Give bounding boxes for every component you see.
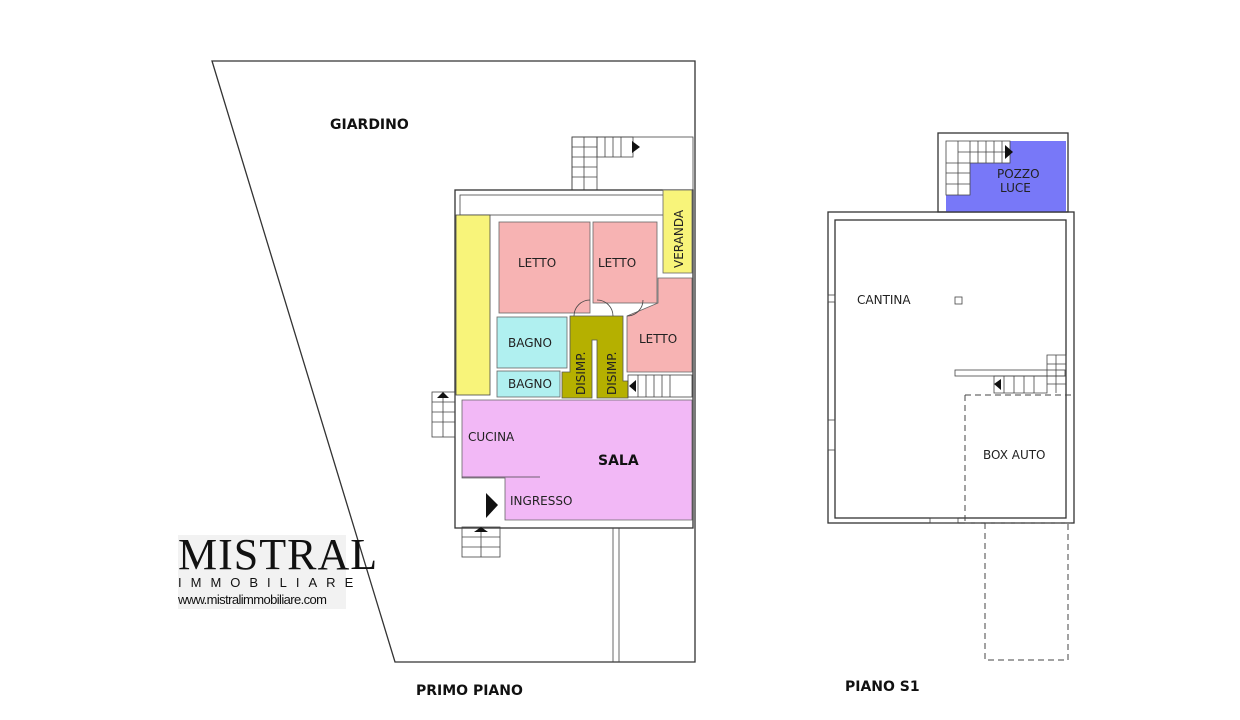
stair-arrow-icon — [629, 380, 636, 392]
label-letto-3: LETTO — [639, 332, 677, 346]
room-letto-1 — [498, 221, 591, 314]
terrace — [455, 214, 491, 396]
house-outline — [454, 189, 694, 529]
room-letto-2 — [592, 221, 658, 304]
stair-arrow-icon — [994, 379, 1001, 390]
label-sala: SALA — [598, 453, 639, 469]
room-bagno-1 — [496, 316, 568, 369]
label-bagno-1: BAGNO — [508, 336, 552, 350]
label-disimp-1: DISIMP. — [574, 352, 588, 395]
title-piano-s1: PIANO S1 — [845, 679, 920, 695]
stair-arrow-icon — [632, 141, 640, 153]
mistral-logo: MISTRAL IMMOBILIARE www.mistralimmobilia… — [178, 530, 379, 609]
label-cucina: CUCINA — [468, 430, 515, 444]
room-bagno-2 — [496, 370, 561, 398]
primo-piano-plan: GIARDINO LETTO LETTO LETTO VERANDA BAGNO… — [211, 60, 696, 699]
side-stairs — [431, 391, 456, 438]
logo-url: www.mistralimmobiliare.com — [178, 592, 327, 607]
logo-name: MISTRAL — [178, 530, 379, 579]
stair-arrow-icon — [474, 527, 488, 532]
room-disimp — [561, 315, 629, 399]
label-luce: LUCE — [1000, 181, 1031, 195]
box-auto-outline — [964, 394, 1075, 661]
label-disimp-2: DISIMP. — [605, 352, 619, 395]
pozzo-stairs — [945, 140, 1013, 196]
stair-arrow-icon — [437, 392, 449, 398]
garden-stairs — [571, 136, 694, 191]
label-giardino: GIARDINO — [330, 117, 409, 133]
piano-s1-plan: POZZO LUCE CANTINA BOX AUTO PIANO S1 — [827, 132, 1075, 695]
label-pozzo: POZZO — [997, 167, 1040, 181]
label-letto-2: LETTO — [598, 256, 636, 270]
pillar — [954, 296, 963, 305]
cantina-stairs — [954, 354, 1067, 394]
label-ingresso: INGRESSO — [510, 494, 572, 508]
label-bagno-2: BAGNO — [508, 377, 552, 391]
label-veranda: VERANDA — [672, 209, 686, 268]
room-cantina — [834, 219, 1067, 519]
internal-stairs — [627, 374, 693, 398]
label-cantina: CANTINA — [857, 293, 911, 307]
entrance-arrow-icon — [486, 493, 498, 518]
room-veranda — [662, 189, 693, 274]
room-sala — [461, 399, 693, 521]
stair-arrow-icon — [1005, 145, 1013, 159]
title-primo-piano: PRIMO PIANO — [416, 683, 523, 699]
logo-sub: IMMOBILIARE — [178, 575, 363, 590]
label-box-auto: BOX AUTO — [983, 448, 1046, 462]
entrance-stairs — [461, 526, 501, 558]
room-letto-3 — [626, 277, 693, 373]
label-letto-1: LETTO — [518, 256, 556, 270]
garden-boundary — [211, 60, 696, 663]
